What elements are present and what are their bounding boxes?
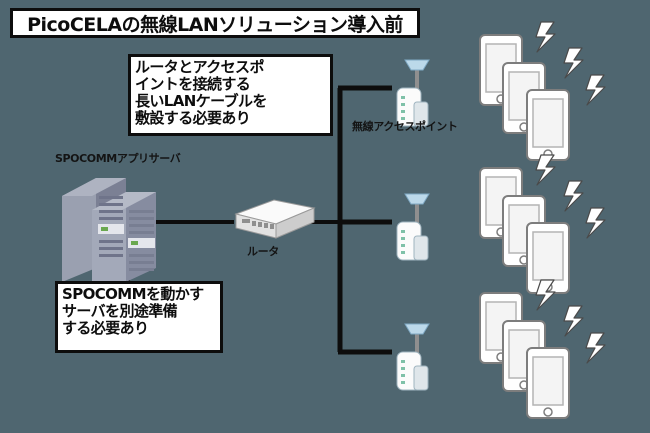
cable-callout: ルータとアクセスポ イントを接続する 長いLANケーブルを 敷設する必要あり (128, 54, 333, 136)
wireless-access-point-icon (396, 193, 430, 261)
wireless-access-point-icon (396, 323, 430, 391)
smartphone-icon (526, 89, 570, 161)
lightning-bolt-icon (535, 154, 556, 186)
access-point-label: 無線アクセスポイント (352, 120, 458, 133)
lightning-bolt-icon (563, 47, 584, 79)
lightning-bolt-icon (585, 207, 606, 239)
server-callout: SPOCOMMを動かす サーバを別途準備 する必要あり (55, 281, 223, 353)
wireless-access-point-icon (396, 59, 430, 127)
lightning-bolt-icon (535, 279, 556, 311)
lightning-bolt-icon (563, 180, 584, 212)
page-title-text: PicoCELAの無線LANソリューション導入前 (27, 13, 403, 36)
lightning-bolt-icon (585, 332, 606, 364)
server-callout-text: SPOCOMMを動かす サーバを別途準備 する必要あり (62, 285, 204, 337)
lightning-bolt-icon (585, 74, 606, 106)
router-label: ルータ (247, 245, 279, 258)
cable-callout-text: ルータとアクセスポ イントを接続する 長いLANケーブルを 敷設する必要あり (135, 58, 267, 127)
page-title: PicoCELAの無線LANソリューション導入前 (10, 8, 420, 38)
server-label: SPOCOMMアプリサーバ (55, 152, 181, 165)
lightning-bolt-icon (563, 305, 584, 337)
lightning-bolt-icon (535, 21, 556, 53)
smartphone-icon (526, 347, 570, 419)
